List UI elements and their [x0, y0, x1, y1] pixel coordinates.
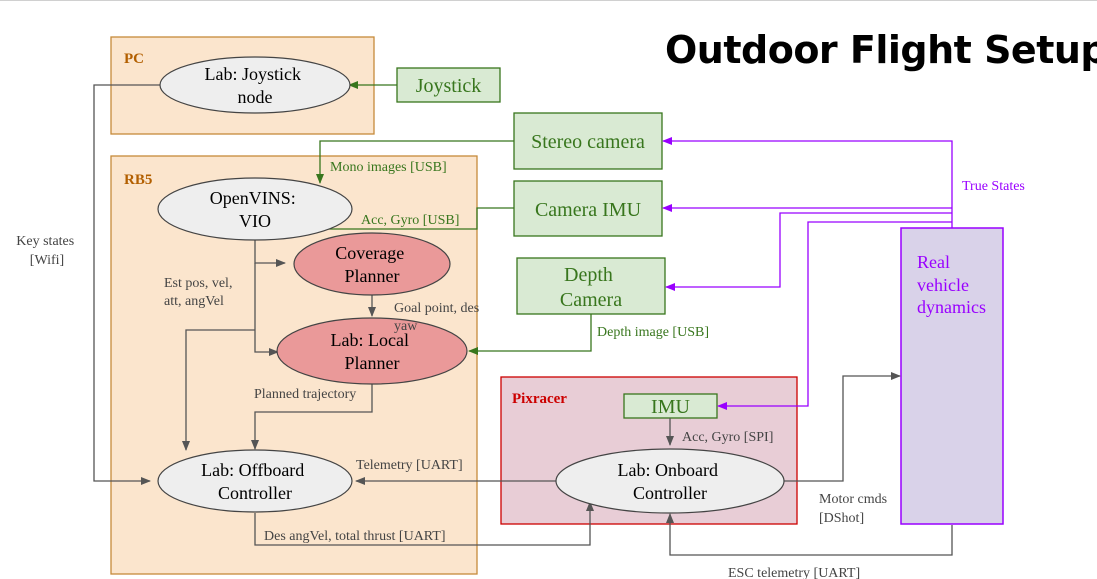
onboard-controller-line-1: Lab: Onboard — [618, 460, 718, 480]
rb5-label: RB5 — [124, 172, 152, 188]
planned-trajectory-arrow — [251, 383, 373, 450]
mono-images-arrow — [316, 140, 514, 184]
esc-telemetry-label: ESC telemetry [UART] — [728, 566, 860, 579]
est-states-line-2: att, angVel — [164, 294, 224, 309]
goal-point-line-1: Goal point, des — [394, 301, 479, 316]
coverage-planner-line-1: Coverage — [335, 243, 404, 263]
key-states-arrow — [93, 84, 160, 485]
vio-to-offboard-arrow — [182, 329, 255, 451]
svg-text:Lab: Onboard Controller: Lab: Onboard Controller — [618, 460, 723, 503]
motor-cmds-line-1: Motor cmds — [819, 492, 887, 507]
onboard-controller-line-2: Controller — [633, 483, 707, 503]
svg-text:Goal point, des yaw: Goal point, des yaw — [394, 301, 483, 334]
svg-text:Motor cmds [DShot]: Motor cmds [DShot] — [819, 492, 891, 526]
esc-telemetry-arrow — [666, 513, 953, 556]
openvins-line-2: VIO — [239, 211, 271, 231]
est-states-line-1: Est pos, vel, — [164, 276, 232, 291]
true-states-imu-arrow — [717, 221, 952, 410]
telemetry-label: Telemetry [UART] — [356, 458, 463, 473]
joystick-sensor: Joystick — [396, 67, 501, 103]
local-planner-node: Lab: Local Planner — [276, 317, 468, 385]
camera-imu-sensor: Camera IMU — [513, 180, 663, 237]
coverage-planner-line-2: Planner — [345, 266, 400, 286]
imu-label: IMU — [651, 396, 690, 418]
depth-camera-sensor: Depth Camera — [516, 257, 666, 315]
dynamics-line-3: dynamics — [917, 297, 986, 317]
des-angvel-arrow — [254, 501, 594, 546]
imu-sensor: IMU — [623, 393, 718, 419]
des-angvel-label: Des angVel, total thrust [UART] — [264, 529, 446, 544]
svg-text:Key states [Wifi]: Key states [Wifi] — [16, 234, 77, 268]
openvins-line-1: OpenVINS: — [210, 188, 296, 208]
joystick-node-line-2: node — [238, 87, 273, 107]
stereo-camera-sensor: Stereo camera — [513, 112, 663, 170]
joystick-label: Joystick — [416, 75, 482, 97]
depth-camera-line-1: Depth — [564, 264, 613, 286]
onboard-controller-node: Lab: Onboard Controller — [555, 448, 785, 514]
pc-label: PC — [124, 51, 144, 67]
true-states-label: True States — [962, 179, 1025, 194]
true-states-depth-arrow — [665, 212, 952, 291]
true-states-stereo-arrow — [662, 137, 953, 228]
offboard-controller-node: Lab: Offboard Controller — [157, 449, 353, 513]
local-planner-line-2: Planner — [345, 353, 400, 373]
top-border-line — [0, 0, 1097, 1]
svg-text:Depth Camera: Depth Camera — [560, 264, 622, 311]
offboard-controller-line-2: Controller — [218, 483, 292, 503]
goal-point-line-2: yaw — [394, 319, 418, 334]
vio-to-local-planner-arrow — [254, 263, 279, 356]
depth-camera-line-2: Camera — [560, 289, 622, 311]
key-states-line-1: Key states — [16, 234, 74, 249]
coverage-planner-node: Coverage Planner — [293, 232, 451, 296]
svg-text:Lab: Offboard Controller: Lab: Offboard Controller — [201, 460, 309, 503]
vehicle-dynamics-box: Real vehicle dynamics — [900, 227, 1004, 525]
depth-image-arrow — [468, 314, 592, 355]
svg-text:OpenVINS: VIO: OpenVINS: VIO — [210, 188, 301, 231]
motor-cmds-line-2: [DShot] — [819, 511, 864, 526]
page-title: Outdoor Flight Setup — [665, 28, 1097, 72]
joystick-node-line-1: Lab: Joystick — [205, 64, 302, 84]
pixracer-label: Pixracer — [512, 391, 567, 407]
dynamics-line-1: Real — [917, 252, 950, 272]
joystick-node: Lab: Joystick node — [159, 56, 351, 114]
svg-text:Lab: Local Planner: Lab: Local Planner — [331, 330, 414, 373]
openvins-node: OpenVINS: VIO — [157, 177, 353, 241]
mono-images-label: Mono images [USB] — [330, 160, 447, 175]
svg-text:Real vehicle dynam: Real vehicle dynamics — [917, 252, 986, 317]
svg-text:Lab: Joystick node: Lab: Joystick node — [205, 64, 306, 107]
offboard-controller-line-1: Lab: Offboard — [201, 460, 304, 480]
acc-gyro-spi-label: Acc, Gyro [SPI] — [682, 430, 773, 445]
motor-cmds-arrow — [783, 372, 901, 482]
key-states-line-2: [Wifi] — [30, 253, 64, 268]
camera-imu-label: Camera IMU — [535, 199, 642, 221]
planned-trajectory-label: Planned trajectory — [254, 387, 356, 402]
svg-text:Coverage Planner: Coverage Planner — [335, 243, 408, 286]
local-planner-line-1: Lab: Local — [331, 330, 409, 350]
depth-image-label: Depth image [USB] — [597, 325, 709, 340]
svg-text:Est pos, vel, att, angVe: Est pos, vel, att, angVel — [164, 276, 236, 309]
stereo-camera-label: Stereo camera — [531, 131, 645, 153]
acc-gyro-usb-label: Acc, Gyro [USB] — [361, 213, 459, 228]
camera-imu-arrow — [293, 207, 514, 233]
dynamics-line-2: vehicle — [917, 275, 969, 295]
